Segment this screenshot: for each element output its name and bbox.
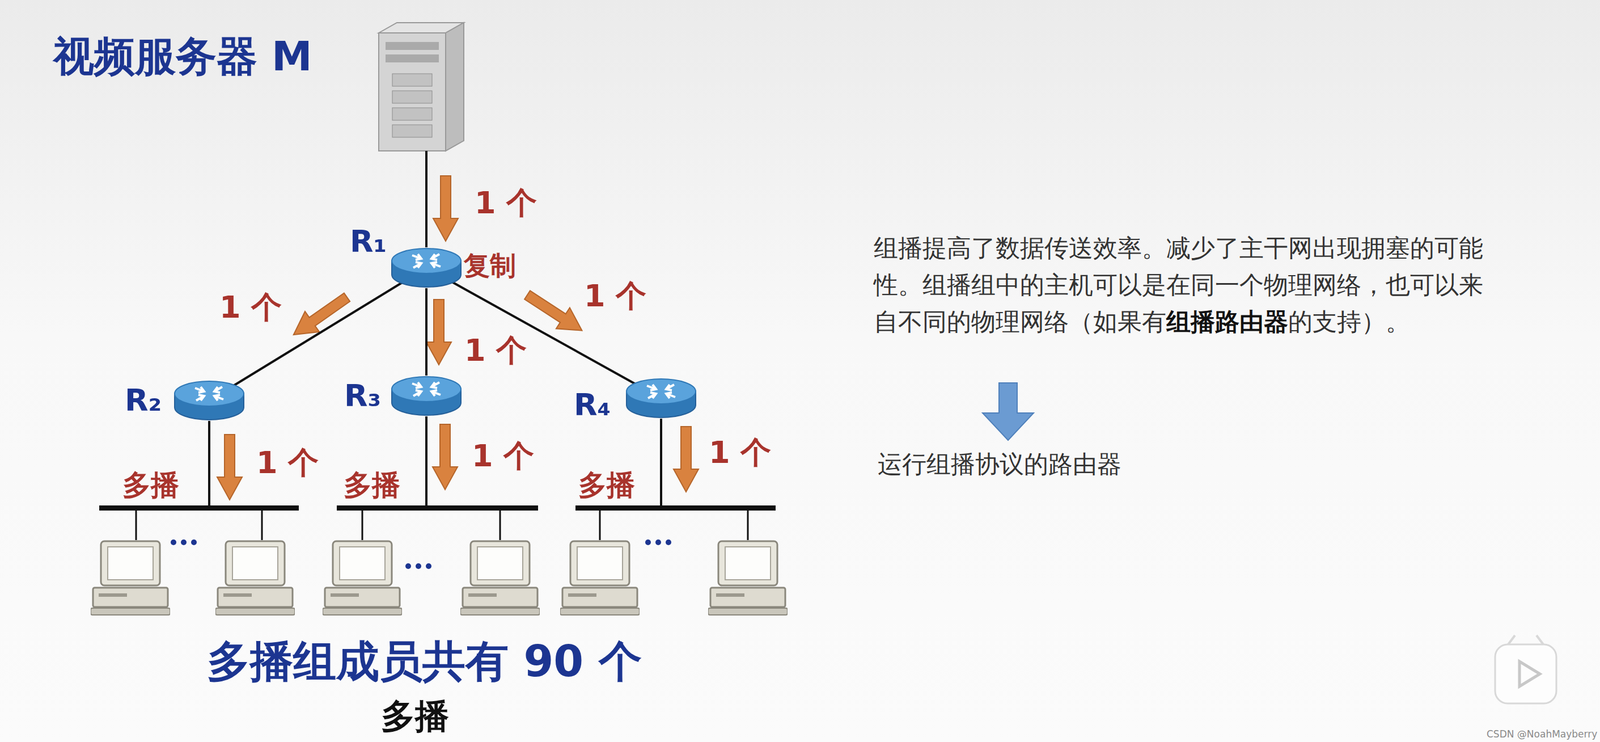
router-drop-lines	[209, 416, 662, 506]
play-button	[1495, 635, 1557, 704]
member-count: 多播组成员共有 90 个	[206, 632, 642, 692]
note-paragraph: 组播提高了数据传送效率。减少了主干网出现拥塞的可能性。组播组中的主机可以是在同一…	[873, 229, 1492, 341]
multicast-label: 多播	[578, 466, 636, 505]
router-r4: R₄	[625, 377, 697, 419]
router-shape	[173, 379, 245, 421]
count-label: 1 个	[583, 275, 647, 317]
count-label: 1 个	[708, 432, 772, 474]
count-label: 1 个	[474, 182, 537, 224]
link-line	[425, 288, 428, 376]
note-text: 运行组播协议的路由器	[877, 447, 1122, 481]
note-bold: 组播路由器	[1166, 307, 1289, 336]
router-shape	[625, 377, 697, 419]
count-label: 1 个	[471, 435, 535, 477]
node-label: R₁	[349, 223, 387, 260]
host-computers	[90, 540, 788, 615]
router-r1: R₁	[390, 247, 463, 289]
multicast-label: 多播	[343, 466, 401, 505]
flow-arrows	[217, 175, 699, 500]
node-label: R₄	[573, 386, 611, 423]
video-server	[378, 22, 464, 151]
server-node: 视频服务器 M	[379, 22, 473, 151]
link-line	[425, 150, 428, 248]
ellipsis-dots	[170, 539, 672, 569]
router-shape	[390, 375, 463, 417]
watermark: CSDN @NoahMayberry	[1486, 727, 1598, 740]
router-shape	[390, 247, 463, 289]
node-label: 视频服务器 M	[53, 29, 313, 84]
note-text: 的支持）。	[1288, 307, 1411, 336]
host-drops	[136, 510, 748, 540]
copy-label: 复制	[463, 248, 516, 284]
count-label: 1 个	[464, 329, 527, 372]
count-label: 1 个	[219, 286, 282, 329]
caption: 多播	[381, 693, 450, 740]
blue-down-arrow	[982, 382, 1034, 440]
count-label: 1 个	[256, 442, 319, 484]
multicast-label: 多播	[122, 466, 180, 505]
lan-bus	[99, 505, 776, 511]
router-r3: R₃	[390, 375, 463, 417]
node-label: R₂	[124, 382, 162, 418]
node-label: R₃	[344, 377, 382, 414]
router-r2: R₂	[173, 379, 245, 421]
